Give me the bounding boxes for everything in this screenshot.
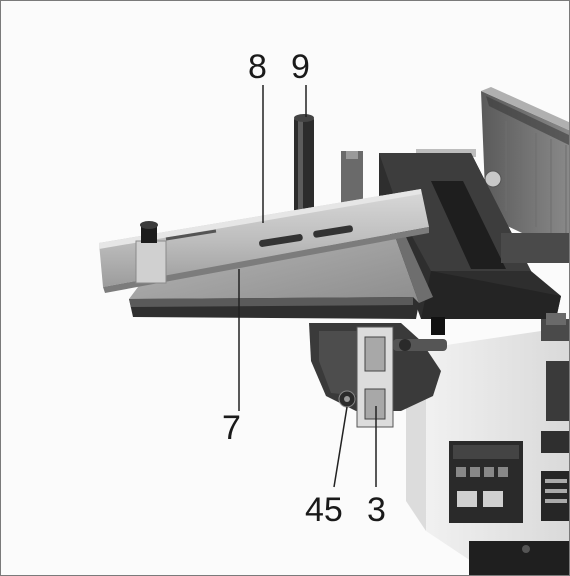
planer-table	[341, 151, 569, 335]
table-bracket	[309, 323, 447, 428]
callout-7: 7	[222, 409, 241, 447]
fence-slot	[313, 225, 353, 238]
jointer-fence	[416, 87, 569, 256]
callout-45: 45	[305, 491, 343, 529]
machine-body	[406, 319, 569, 575]
fence-stop	[135, 240, 167, 284]
leader-45	[333, 406, 348, 488]
callout-9: 9	[291, 48, 310, 86]
leader-lines	[238, 85, 377, 488]
sliding-table	[129, 237, 433, 319]
fence-clamp-knob	[141, 225, 157, 243]
fence-slot	[259, 234, 303, 247]
callout-8: 8	[248, 48, 267, 86]
callout-3: 3	[367, 491, 386, 529]
spindle-column	[294, 114, 314, 213]
miter-fence	[99, 189, 429, 293]
